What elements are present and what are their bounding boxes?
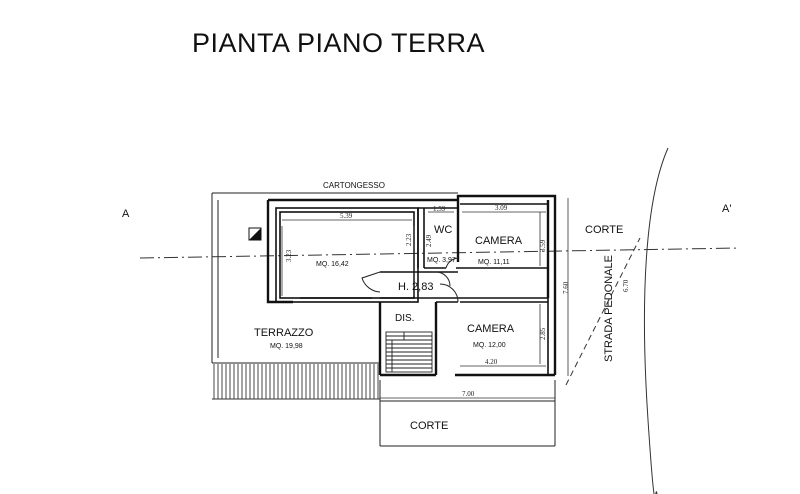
dim-wc-height: 2.49 bbox=[425, 234, 433, 247]
section-mark-a: A bbox=[122, 208, 130, 220]
house-walls bbox=[266, 194, 557, 377]
wc-label: WC bbox=[434, 224, 452, 236]
dim-camera-2-height: 2.85 bbox=[539, 327, 547, 340]
terrazzo-label: TERRAZZO bbox=[254, 327, 314, 339]
stairs bbox=[385, 331, 433, 373]
corte-right-label: CORTE bbox=[585, 224, 623, 236]
dim-camera-2-width: 4.20 bbox=[485, 358, 498, 366]
wc-area: MQ. 3,97 bbox=[427, 257, 456, 264]
section-mark-a-prime: A' bbox=[722, 203, 731, 215]
terrazzo-area: MQ. 19,98 bbox=[270, 343, 303, 350]
dim-camera-1-width: 3.09 bbox=[495, 204, 508, 212]
dim-living-width: 5.39 bbox=[340, 212, 353, 220]
camera-1-label: CAMERA bbox=[475, 235, 523, 247]
camera-1-area: MQ. 11,11 bbox=[478, 259, 510, 266]
courtyard-outline bbox=[379, 380, 556, 447]
door-swings bbox=[361, 257, 459, 303]
dim-wc-width: 1.59 bbox=[433, 205, 446, 213]
strada-label: STRADA PEDONALE bbox=[603, 255, 615, 362]
dimension-lines bbox=[281, 198, 569, 399]
plan-title: PIANTA PIANO TERRA bbox=[192, 28, 486, 58]
dim-living-inner-height: 2.23 bbox=[405, 233, 413, 246]
dis-label: DIS. bbox=[395, 313, 414, 324]
dim-total-height: 7.60 bbox=[562, 281, 570, 294]
living-area: MQ. 16,42 bbox=[316, 261, 349, 268]
section-line bbox=[139, 247, 741, 259]
camera-2-label: CAMERA bbox=[467, 323, 515, 335]
dim-camera-1-height: 3.59 bbox=[539, 239, 547, 252]
dim-living-height: 3.23 bbox=[285, 249, 293, 262]
corte-bottom-label: CORTE bbox=[410, 420, 448, 432]
road-edges bbox=[565, 147, 669, 494]
camera-2-area: MQ. 12,00 bbox=[473, 342, 506, 349]
terrace-outline bbox=[211, 192, 458, 364]
chimney-symbol bbox=[248, 227, 262, 241]
cartongesso-label: CARTONGESSO bbox=[323, 181, 385, 190]
dim-strada-width: 6.70 bbox=[622, 279, 630, 292]
height-label: H. 2,83 bbox=[398, 281, 433, 293]
dim-total-width: 7.00 bbox=[462, 390, 475, 398]
terrace-decking bbox=[212, 364, 380, 400]
